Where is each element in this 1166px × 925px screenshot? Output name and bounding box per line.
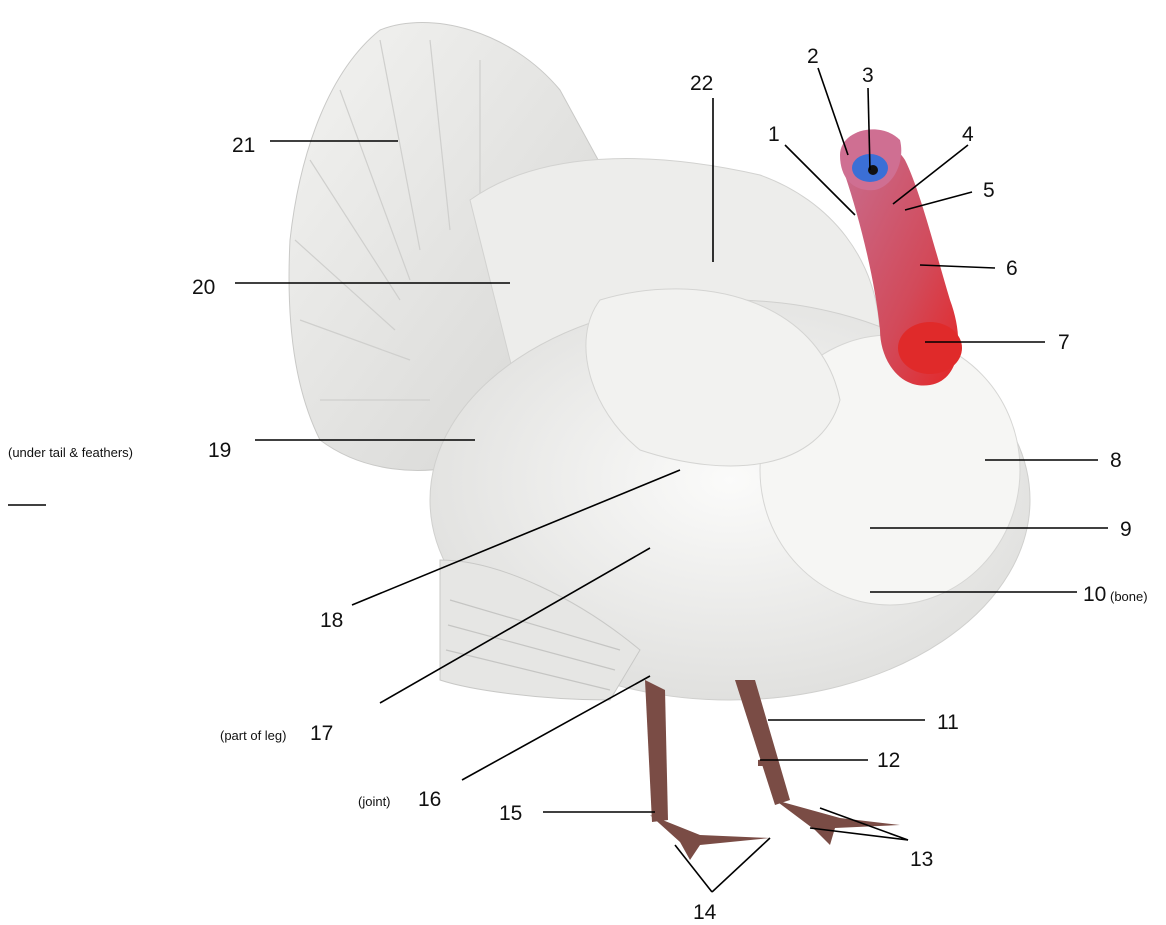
label-16: 16 [418, 788, 441, 811]
label-19: 19 [208, 439, 231, 462]
label-9: 9 [1120, 518, 1132, 541]
label-6: 6 [1006, 257, 1018, 280]
label-17: 17 [310, 722, 333, 745]
label-18: 18 [320, 609, 343, 632]
label-17-note: (part of leg) [220, 728, 286, 743]
leader-2 [818, 68, 848, 155]
label-10: 10 [1083, 583, 1106, 606]
label-22: 22 [690, 72, 713, 95]
legs [645, 680, 900, 860]
label-5: 5 [983, 179, 995, 202]
label-19-note: (under tail & feathers) [8, 445, 133, 460]
label-21: 21 [232, 134, 255, 157]
label-15: 15 [499, 802, 522, 825]
label-1: 1 [768, 123, 780, 146]
label-8: 8 [1110, 449, 1122, 472]
label-12: 12 [877, 749, 900, 772]
label-11: 11 [937, 711, 959, 734]
label-7: 7 [1058, 331, 1070, 354]
label-16-note: (joint) [358, 794, 391, 809]
wattle [898, 322, 962, 374]
label-4: 4 [962, 123, 974, 146]
label-20: 20 [192, 276, 215, 299]
label-14: 14 [693, 901, 717, 924]
label-10-note: (bone) [1110, 589, 1148, 604]
label-2: 2 [807, 45, 819, 68]
label-13: 13 [910, 848, 933, 871]
leader-14b [712, 838, 770, 892]
label-3: 3 [862, 64, 874, 87]
